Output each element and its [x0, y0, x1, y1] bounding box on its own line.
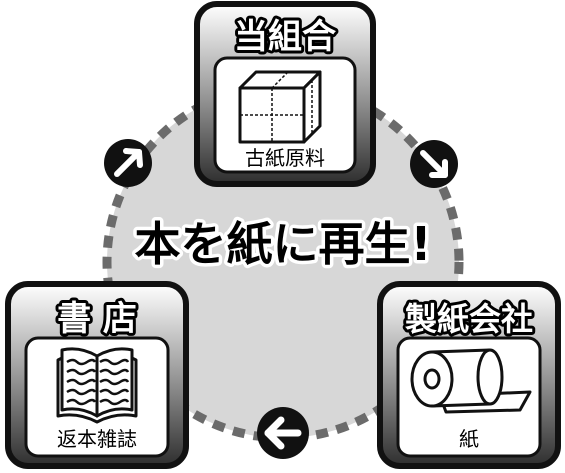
node-bookstore: 書 店 返本雑誌 — [5, 281, 189, 469]
node-union-title: 当組合 — [234, 17, 336, 57]
node-paper-company-title: 製紙会社 — [405, 300, 533, 338]
node-union-subtitle: 古紙原料 — [245, 146, 325, 170]
cardboard-box-icon — [238, 70, 322, 144]
arrow-up-right-icon — [104, 139, 152, 187]
arrow-down-right-icon — [410, 140, 458, 188]
center-slogan: 本を紙に再生! — [135, 217, 432, 271]
open-book-icon — [56, 347, 138, 424]
node-bookstore-title: 書 店 — [57, 299, 137, 339]
node-paper-company-subtitle: 紙 — [459, 427, 479, 451]
arrow-left-icon — [257, 407, 309, 459]
paper-roll-icon — [410, 348, 532, 414]
node-paper-company: 製紙会社 紙 — [377, 281, 561, 469]
node-union: 当組合 古紙原料 — [194, 1, 376, 187]
node-bookstore-subtitle: 返本雑誌 — [57, 427, 137, 451]
